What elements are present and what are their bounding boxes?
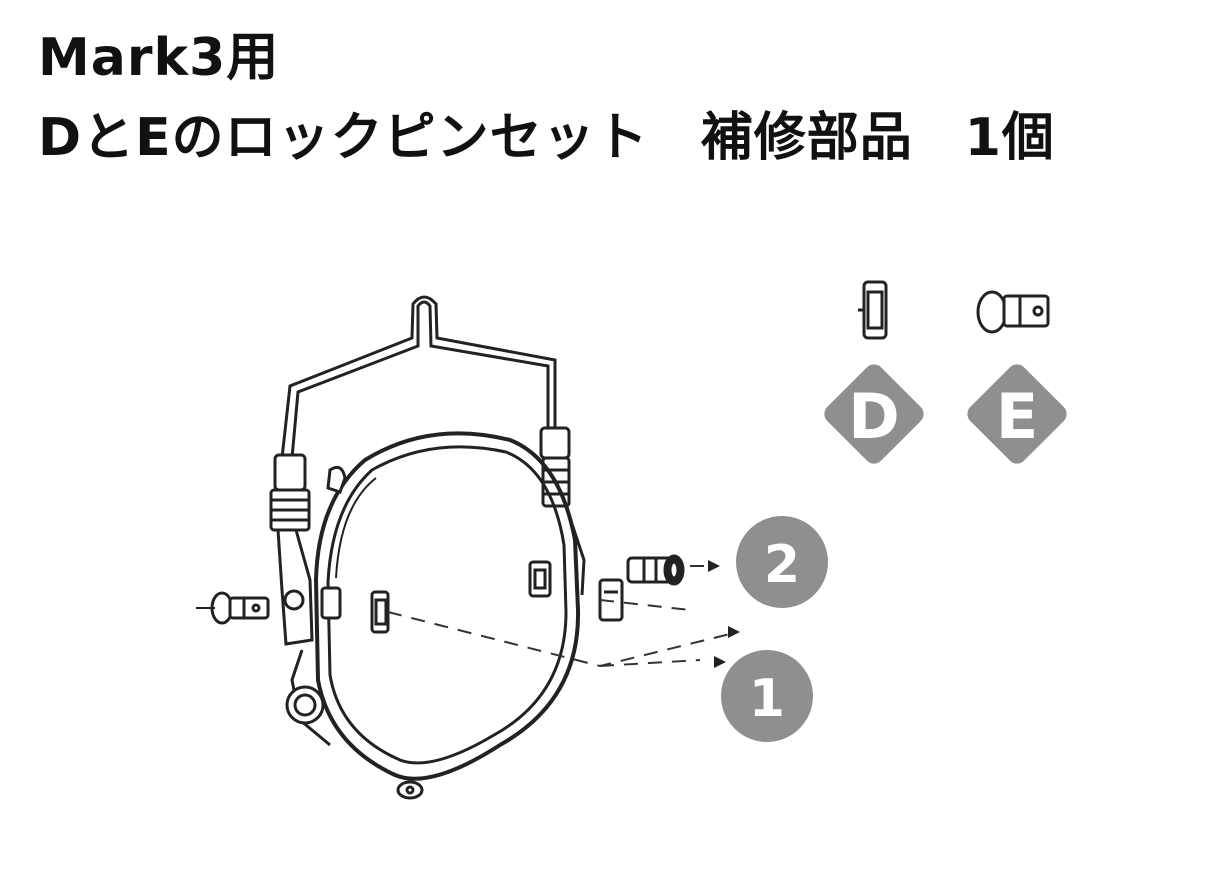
part-d-diamond bbox=[824, 364, 924, 464]
part-e-label: E bbox=[967, 364, 1067, 464]
left-lock-pin bbox=[210, 591, 270, 625]
product-title-line1: Mark3用 bbox=[38, 28, 280, 88]
frame-pin-holders bbox=[320, 560, 624, 634]
right-lock-pin bbox=[626, 554, 685, 586]
bottom-knob bbox=[285, 465, 424, 800]
arrowheads bbox=[708, 560, 740, 668]
headband-wire bbox=[280, 295, 557, 459]
part-e-icon bbox=[976, 290, 1050, 334]
dashed-guides bbox=[387, 565, 731, 668]
callout-1-badge: 1 bbox=[721, 650, 813, 742]
left-adjuster bbox=[269, 453, 331, 747]
callout-1-circle bbox=[721, 650, 813, 742]
lens-frame bbox=[313, 431, 581, 781]
callout-2-text: 2 bbox=[764, 535, 800, 595]
part-e-diamond bbox=[967, 364, 1067, 464]
callout-1-text: 1 bbox=[749, 669, 785, 729]
quantity-label: 1個 bbox=[964, 108, 1055, 168]
product-set-name: DとEのロックピンセット bbox=[38, 108, 649, 168]
part-d-icon bbox=[858, 280, 888, 340]
callout-2-circle bbox=[736, 516, 828, 608]
repair-parts-label: 補修部品 bbox=[700, 108, 913, 168]
part-d-text: D bbox=[848, 380, 899, 453]
part-e-text: E bbox=[996, 380, 1038, 453]
part-d-label: D bbox=[824, 364, 924, 464]
product-title-line2: DとEのロックピンセット補修部品 1個 bbox=[38, 108, 1055, 168]
callout-2-badge: 2 bbox=[736, 516, 828, 608]
